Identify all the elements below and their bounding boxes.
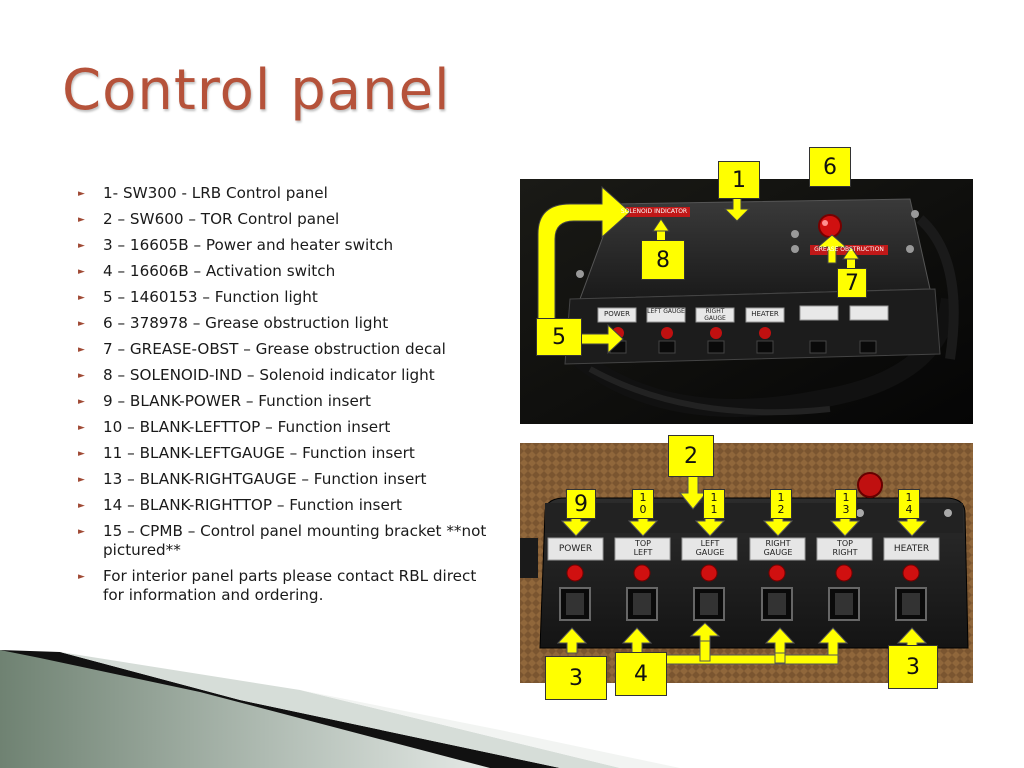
list-item: ►2 – SW600 – TOR Control panel: [78, 210, 340, 228]
bullet-icon: ►: [78, 423, 85, 433]
bullet-icon: ►: [78, 241, 85, 251]
bullet-icon: ►: [78, 475, 85, 485]
bullet-icon: ►: [78, 397, 85, 407]
list-item: ►4 – 16606B – Activation switch: [78, 262, 336, 280]
callout-5: 5: [536, 318, 582, 356]
list-item: ►For interior panel parts please contact…: [78, 567, 477, 604]
panel-label: POWER: [604, 310, 630, 318]
bullet-icon: ►: [78, 371, 85, 381]
panel-illustration-1: [520, 179, 973, 424]
bullet-icon: ►: [78, 215, 85, 225]
bullet-icon: ►: [78, 501, 85, 511]
bullet-icon: ►: [78, 267, 85, 277]
panel-label: LEFT GAUGE: [695, 539, 725, 557]
callout-2: 2: [668, 435, 714, 477]
panel-label: TOP RIGHT: [832, 539, 858, 557]
list-item: ►11 – BLANK-LEFTGAUGE – Function insert: [78, 444, 415, 462]
parts-list: ►1- SW300 - LRB Control panel ►2 – SW600…: [78, 184, 498, 612]
list-item: ►5 – 1460153 – Function light: [78, 288, 318, 306]
decorative-swoosh: [0, 650, 680, 768]
bullet-icon: ►: [78, 319, 85, 329]
slide-title: Control panel: [62, 58, 451, 123]
list-item: ►14 – BLANK-RIGHTTOP – Function insert: [78, 496, 402, 514]
panel-label: RIGHT GAUGE: [704, 308, 726, 322]
panel-label: RIGHT GAUGE: [763, 539, 793, 557]
callout-9: 9: [566, 489, 596, 519]
decal-grease-obstruction: GREASE OBSTRUCTION: [814, 246, 884, 253]
callout-3-right: 3: [888, 645, 938, 689]
callout-4: 4: [615, 652, 667, 696]
bullet-icon: ►: [78, 293, 85, 303]
list-item: ►6 – 378978 – Grease obstruction light: [78, 314, 389, 332]
list-item: ►10 – BLANK-LEFTTOP – Function insert: [78, 418, 391, 436]
list-item: ►7 – GREASE-OBST – Grease obstruction de…: [78, 340, 446, 358]
bullet-icon: ►: [78, 345, 85, 355]
callout-7: 7: [837, 268, 867, 298]
panel-label: LEFT GAUGE: [647, 308, 685, 315]
list-item: ►9 – BLANK-POWER – Function insert: [78, 392, 371, 410]
decal-solenoid-indicator: SOLENOID INDICATOR: [620, 208, 688, 215]
panel-illustration-2: [520, 443, 973, 683]
list-item: ►13 – BLANK-RIGHTGAUGE – Function insert: [78, 470, 427, 488]
list-item: ►15 – CPMB – Control panel mounting brac…: [78, 522, 487, 559]
panel-label: TOP LEFT: [633, 539, 653, 557]
control-panel-photo-sw600: POWER TOP LEFT LEFT GAUGE RIGHT GAUGE TO…: [520, 443, 973, 683]
callout-8: 8: [641, 240, 685, 280]
panel-label: HEATER: [893, 544, 930, 554]
bullet-icon: ►: [78, 189, 85, 199]
bullet-icon: ►: [78, 572, 85, 582]
bullet-icon: ►: [78, 449, 85, 459]
callout-6: 6: [809, 147, 851, 187]
panel-label: POWER: [558, 544, 593, 554]
callout-3-left: 3: [545, 656, 607, 700]
list-item: ►8 – SOLENOID-IND – Solenoid indicator l…: [78, 366, 435, 384]
panel-label: HEATER: [751, 310, 779, 318]
bullet-icon: ►: [78, 527, 85, 537]
callout-1: 1: [718, 161, 760, 199]
list-item: ►3 – 16605B – Power and heater switch: [78, 236, 394, 254]
control-panel-photo-sw300: SOLENOID INDICATOR GREASE OBSTRUCTION PO…: [520, 179, 973, 424]
list-item: ►1- SW300 - LRB Control panel: [78, 184, 328, 202]
